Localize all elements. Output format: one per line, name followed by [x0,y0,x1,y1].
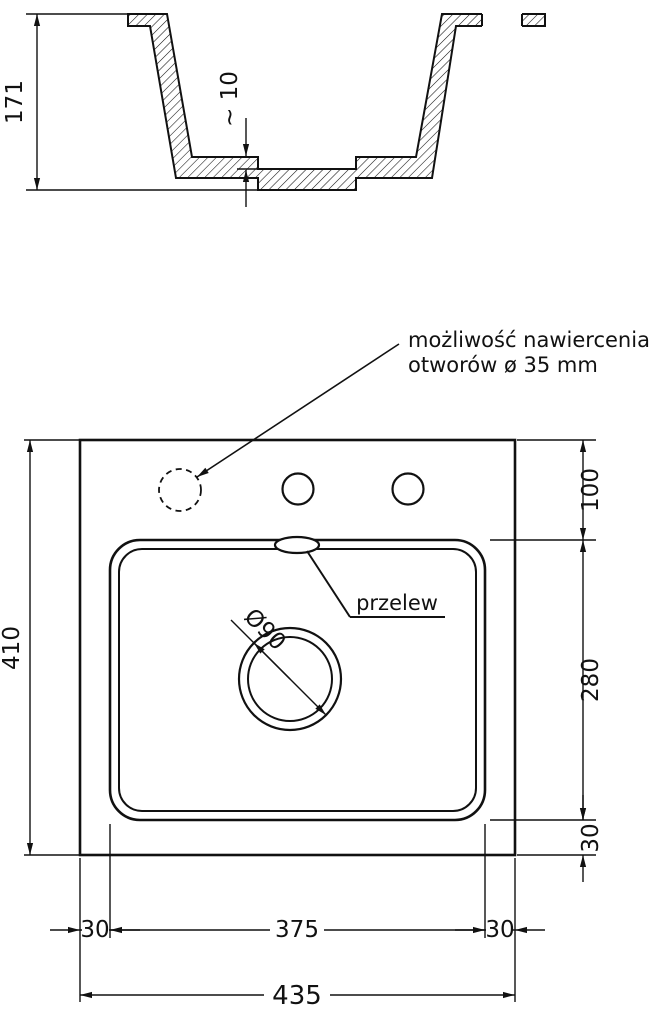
dimension-arrow [253,642,291,680]
dimension-overall-height [24,439,80,856]
sink-outline [78,438,517,857]
drain-circle-outer [237,626,343,732]
dimension-label-basin-length: 280 [578,658,604,702]
dimension-label-top-to-basin: 100 [578,468,604,512]
annotation-text-line1: możliwość nawiercenia [408,328,650,352]
drill-hole-annotation: możliwość nawiercenia otworów ø 35 mm [196,328,650,478]
label-mask [82,917,109,942]
dimension-label-overall-width: 435 [272,981,322,1011]
dimension-label-right-margin: 30 [485,917,514,943]
overflow-callout [306,550,445,618]
drain-circle-inner [247,636,333,722]
dimension-label-basin-to-edge: 30 [578,823,604,852]
overflow-label: przelew [356,591,438,615]
faucet-hole-section-gap [482,12,522,28]
plan-view [78,438,517,857]
dimension-drain-diameter [230,619,327,716]
dimension-right-column [490,439,596,882]
dimension-label-section-height: 171 [2,80,28,124]
annotation-text-line2: otworów ø 35 mm [408,353,598,377]
dimension-label-left-margin: 30 [80,917,109,943]
optional-hole-dashed [158,468,202,512]
dimension-label-bottom-step: ~ 10 [217,71,243,127]
dimension-label-overall-height: 410 [0,626,25,670]
faucet-hole-right [391,472,425,506]
label-mask [270,917,324,942]
dimension-bottom-step [237,118,263,207]
sink-cross-section-body [127,13,546,191]
dimension-bottom-rows [50,824,545,1002]
dimension-section-height [26,13,258,191]
cross-section-view [127,12,546,191]
faucet-hole-middle [281,472,315,506]
dimension-label-drain-diameter: Ø90 [239,604,291,656]
dimension-label-basin-width: 375 [275,917,319,943]
overflow-slot [273,535,321,555]
label-mask [264,980,330,1008]
basin-inner-edge [118,548,477,812]
overflow-leader-line [306,550,351,618]
label-mask [486,917,513,942]
basin-outline [108,538,487,822]
annotation-leader-arrow [196,343,400,478]
